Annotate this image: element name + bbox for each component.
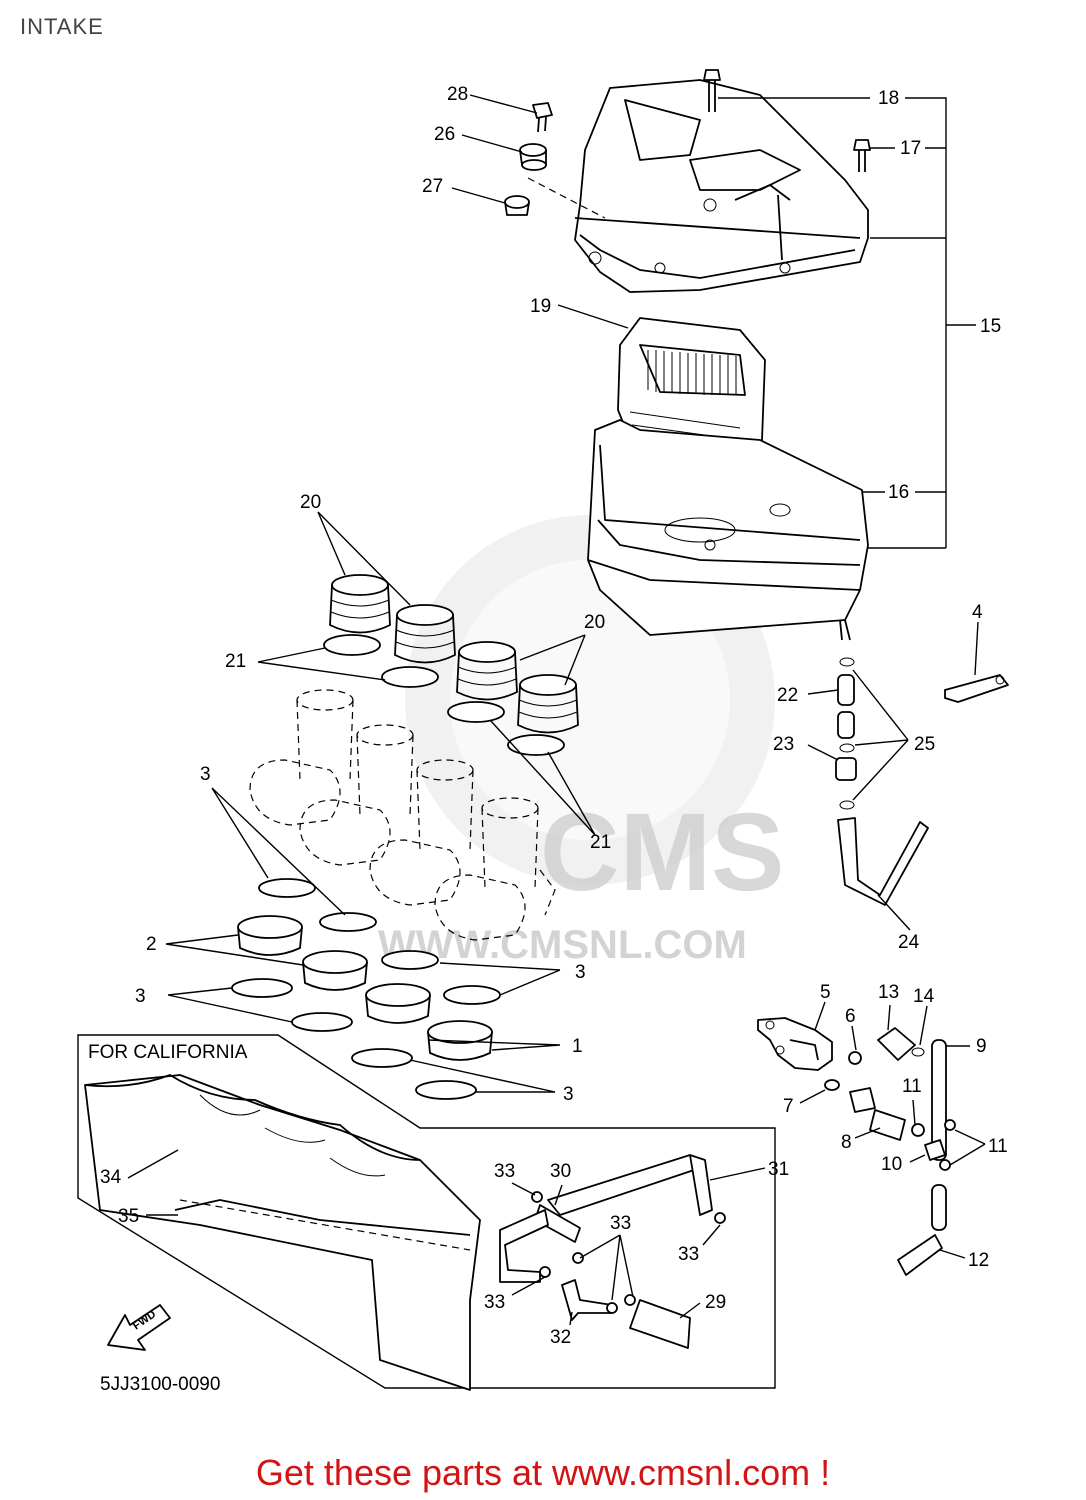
callout-27: 27 [422,176,443,197]
intake-funnels [329,574,579,734]
callout-1: 1 [572,1036,583,1057]
grommet-26 [519,143,547,171]
hose-8 [849,1087,906,1141]
reed-valve-13 [877,1004,928,1061]
bracket-4 [944,621,1009,703]
clips-11 [911,1099,986,1171]
callout-9: 9 [976,1036,987,1057]
carb-joints [237,915,493,1061]
callout-34: 34 [100,1167,122,1188]
callout-33-middle: 33 [610,1213,631,1234]
callout-14: 14 [913,986,935,1007]
watermark-brand: CMS [540,791,784,914]
callout-21-right: 21 [590,832,611,853]
callout-bracket-15 [718,97,976,549]
drain-assembly [807,657,929,931]
callout-29: 29 [705,1292,726,1313]
callout-11-top: 11 [902,1076,922,1097]
joint-clamps [231,878,501,1100]
footer-link[interactable]: Get these parts at www.cmsnl.com ! [255,1452,831,1493]
callout-8: 8 [841,1132,852,1153]
callout-33-right: 33 [678,1244,699,1265]
callout-19: 19 [530,296,551,317]
california-label: FOR CALIFORNIA [88,1042,248,1063]
callout-labels: 28 26 27 18 17 15 19 16 20 20 21 21 4 22… [100,84,1008,1348]
callout-10: 10 [881,1154,902,1175]
bolt-17 [853,139,871,172]
callout-31: 31 [768,1159,789,1180]
diagram-code: 5JJ3100-0090 [100,1374,220,1395]
fwd-arrow-icon: FWD [107,1304,171,1351]
air-cut-valve-5 [757,1001,833,1071]
bolt-28 [532,102,553,133]
callout-7: 7 [783,1096,794,1117]
callout-5: 5 [820,982,831,1003]
clip-7 [799,1079,840,1104]
callout-12: 12 [968,1250,989,1271]
hose-9 [931,1039,970,1161]
air-box-cover [574,79,869,293]
joint-10 [909,1139,946,1163]
callout-11-right: 11 [988,1136,1008,1157]
callout-6: 6 [845,1006,856,1027]
clip-6 [848,1025,862,1065]
callout-35: 35 [118,1206,139,1227]
air-box-lower [587,419,869,641]
callout-15: 15 [980,316,1001,337]
callout-33-top: 33 [494,1161,515,1182]
callout-3-right-upper: 3 [575,962,586,983]
callout-25: 25 [914,734,935,755]
watermark-url: WWW.CMSNL.COM [378,923,747,967]
callout-3-right-lower: 3 [563,1084,574,1105]
callout-30: 30 [550,1161,571,1182]
hose-12 [897,1184,966,1276]
throttle-bodies [249,689,556,941]
callout-20-right: 20 [584,612,605,633]
bolt-18 [703,69,721,112]
page-title: INTAKE [20,14,104,39]
callout-20-left: 20 [300,492,321,513]
funnel-clamps [323,634,565,756]
collar-27 [504,195,530,216]
callout-3-left: 3 [135,986,146,1007]
callout-26: 26 [434,124,455,145]
callout-22: 22 [777,685,798,706]
callout-21-left: 21 [225,651,246,672]
callout-23: 23 [773,734,794,755]
callout-16: 16 [888,482,909,503]
callout-33-left: 33 [484,1292,505,1313]
callout-3-top: 3 [200,764,211,785]
callout-13: 13 [878,982,899,1003]
callout-28: 28 [447,84,468,105]
callout-24: 24 [898,932,920,953]
callout-4: 4 [972,602,983,623]
callout-18: 18 [878,88,899,109]
callout-17: 17 [900,138,921,159]
callout-32: 32 [550,1327,571,1348]
callout-2: 2 [146,934,157,955]
